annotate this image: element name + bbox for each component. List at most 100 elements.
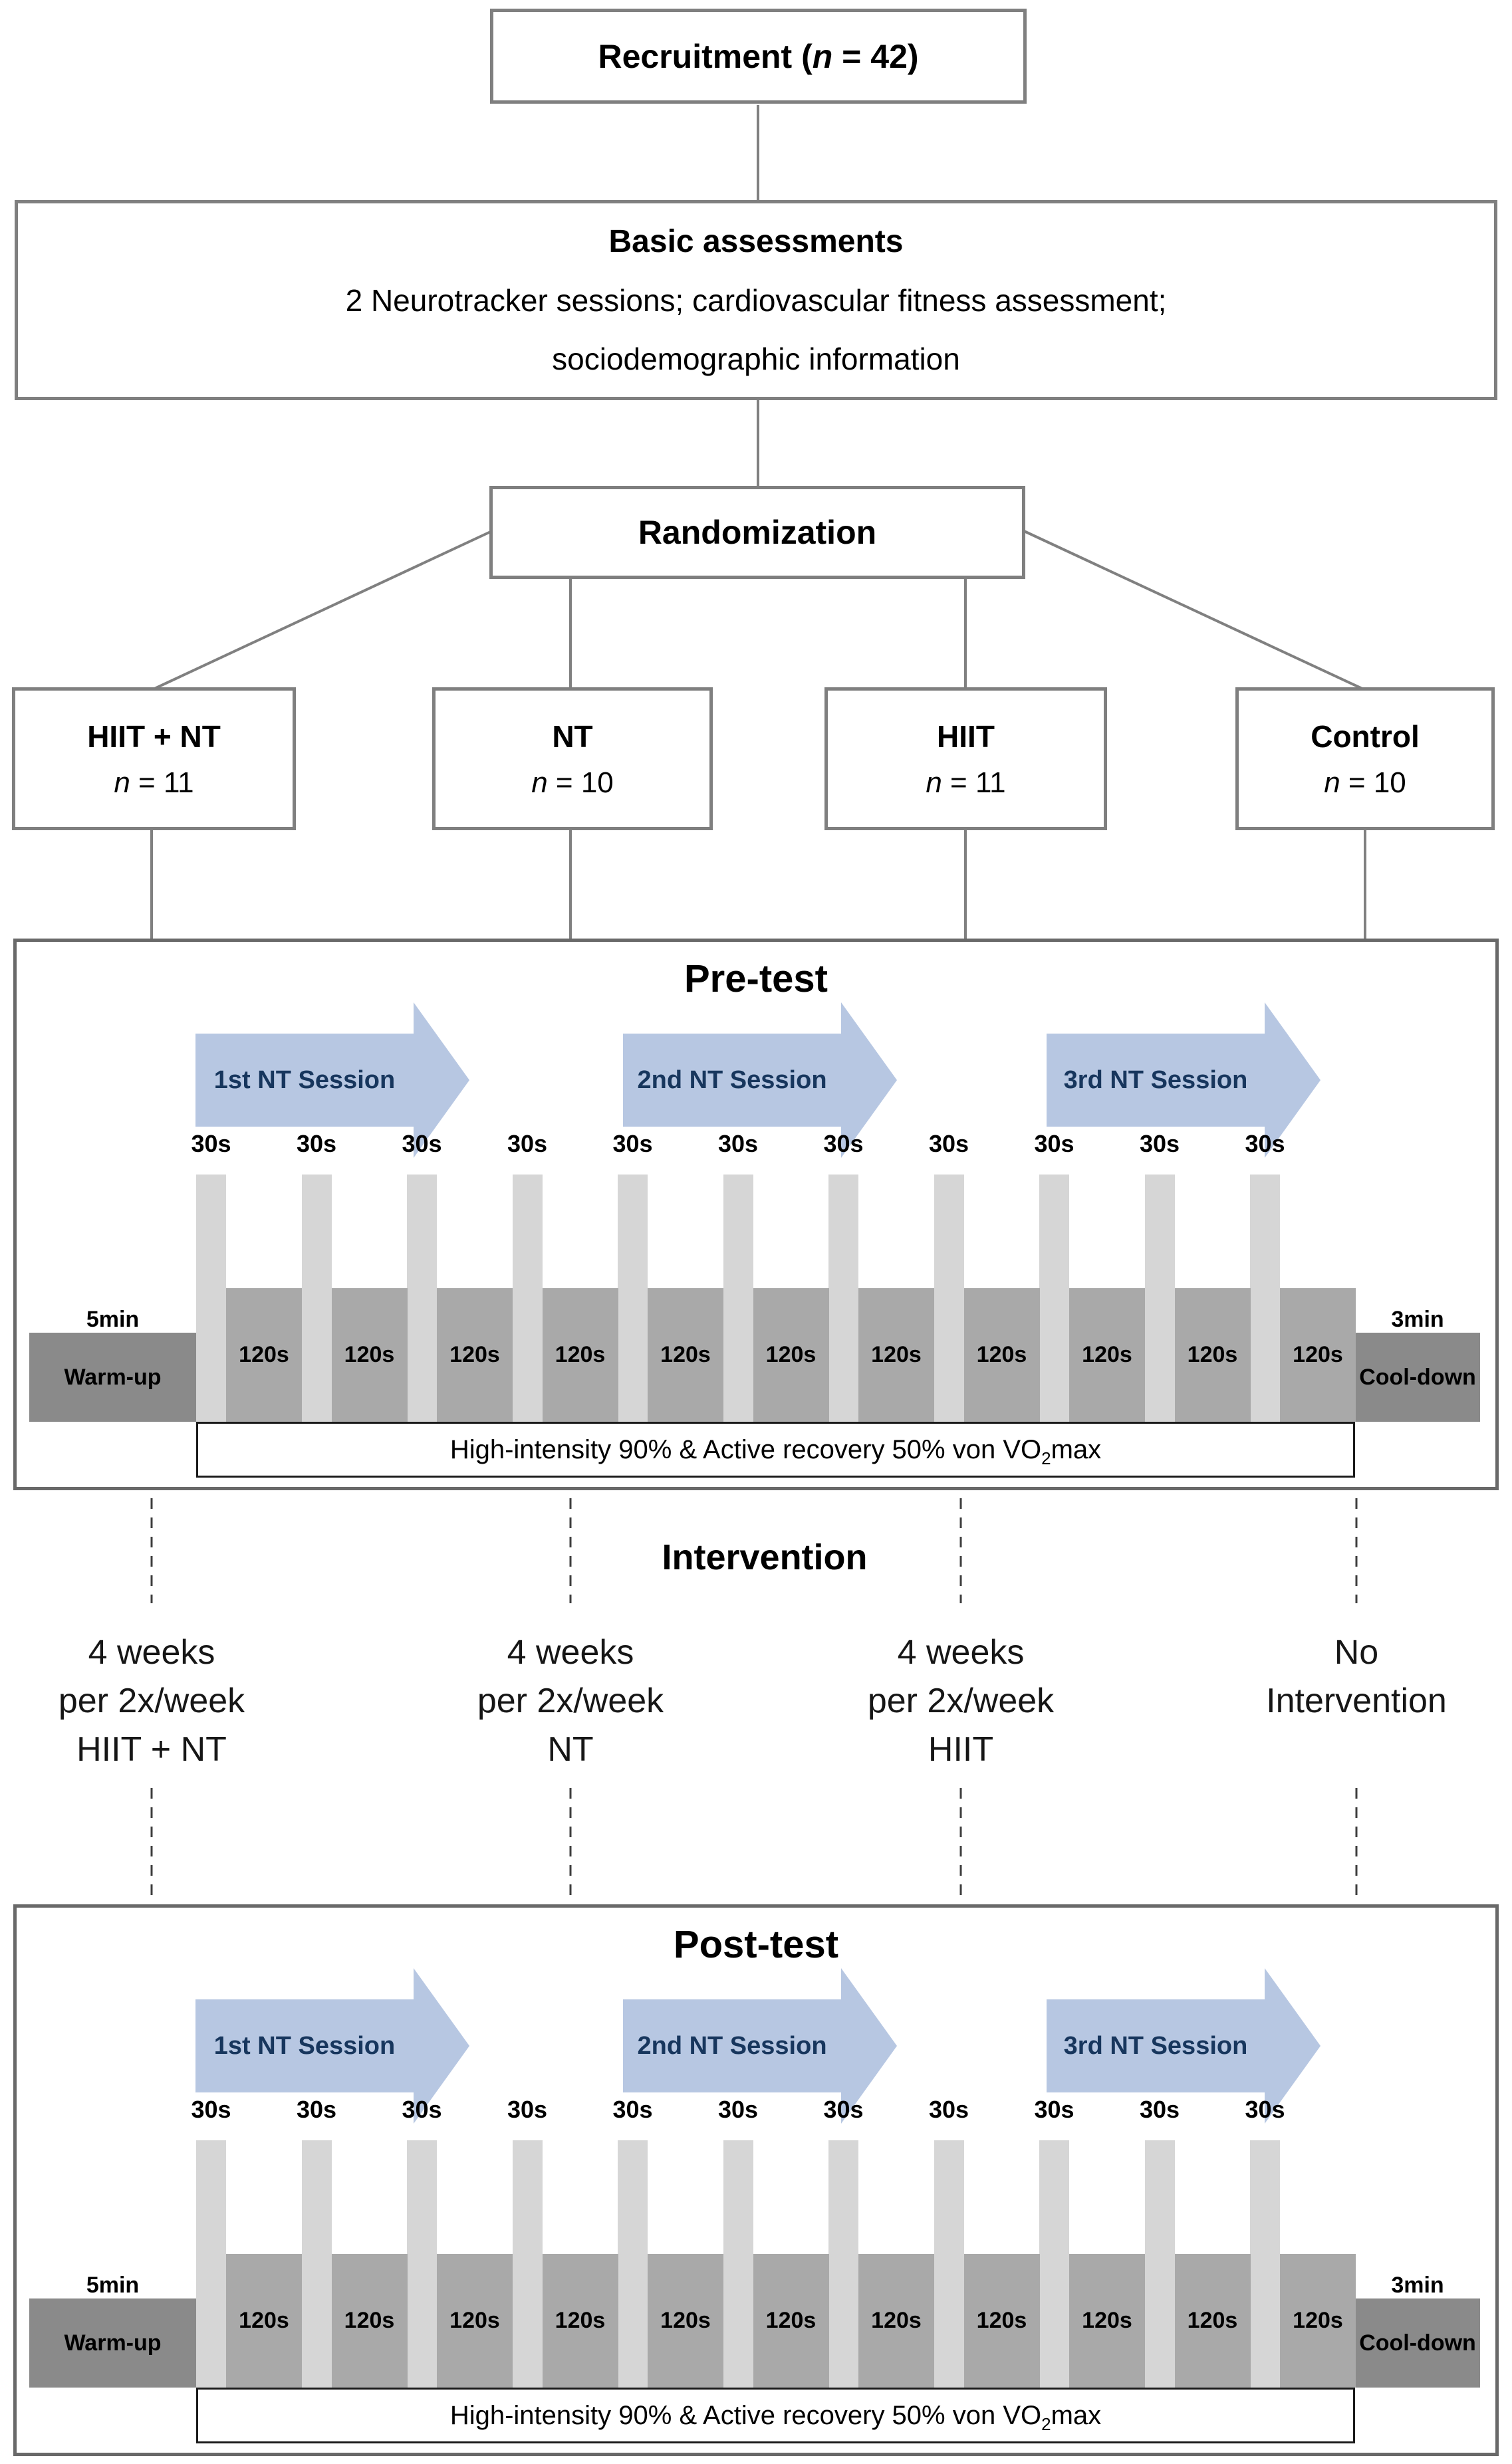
interval-block: 120s	[648, 1288, 723, 1422]
sprint-duration-label: 30s	[612, 1130, 653, 1157]
interval-block: 120s	[331, 2254, 408, 2388]
group-n-value: = 10	[1340, 766, 1406, 799]
sprint-bar	[723, 1175, 753, 1422]
interval-block: 120s	[753, 2254, 829, 2388]
nt-session-arrow-1: 1st NT Session	[195, 1002, 469, 1158]
test-section: Post-test 1st NT Session 2nd NT Session …	[13, 1904, 1499, 2456]
nt-session-arrow-3: 3rd NT Session	[1047, 1002, 1321, 1158]
connector-randomization-group4	[1022, 529, 1366, 691]
sprint-bar	[512, 1175, 543, 1422]
interval-block: 120s	[437, 1288, 513, 1422]
group-n-symbol: n	[531, 766, 548, 799]
nt-session-arrow-1-label: 1st NT Session	[195, 1999, 414, 2092]
sprint-bar	[1144, 2140, 1175, 2388]
intervention-col-line: 4 weeks	[507, 1633, 634, 1672]
sprint-duration-label: 30s	[717, 2096, 759, 2123]
sprint-bar	[1039, 2140, 1069, 2388]
group-box: Control n = 10	[1235, 687, 1495, 830]
intensity-caption: High-intensity 90% & Active recovery 50%…	[196, 1422, 1355, 1478]
sprint-duration-label: 30s	[1245, 1130, 1285, 1157]
nt-session-arrow-2: 2nd NT Session	[623, 1002, 897, 1158]
arrow-right-icon	[841, 1968, 897, 2124]
nt-session-arrow-3-label: 3rd NT Session	[1047, 1034, 1265, 1127]
cooldown-block: Cool-down	[1355, 2298, 1480, 2388]
caption-subscript: 2	[1041, 2413, 1051, 2434]
interval-block: 120s	[1174, 2254, 1251, 2388]
sprint-bar	[828, 1175, 858, 1422]
sprint-duration-label: 30s	[823, 1130, 864, 1157]
group-sample-size: n = 10	[1324, 766, 1406, 800]
recruitment-box: Recruitment (n = 42)	[490, 9, 1027, 104]
group-box: NT n = 10	[432, 687, 713, 830]
group-sample-size: n = 10	[531, 766, 614, 800]
sprint-bar	[196, 1175, 226, 1422]
sprint-duration-label: 30s	[402, 1130, 442, 1157]
nt-session-arrow-2-label: 2nd NT Session	[623, 1034, 841, 1127]
nt-session-arrow-2-label: 2nd NT Session	[623, 1999, 841, 2092]
interval-block: 120s	[542, 1288, 618, 1422]
group-n-symbol: n	[1324, 766, 1340, 799]
interval-block: 120s	[858, 1288, 934, 1422]
test-section: Pre-test 1st NT Session 2nd NT Session 3…	[13, 939, 1499, 1490]
warmup-block: Warm-up	[29, 1333, 196, 1422]
interval-block: 120s	[437, 2254, 513, 2388]
caption-suffix: max	[1051, 1434, 1102, 1464]
group-sample-size: n = 11	[114, 766, 193, 800]
arrow-right-icon	[414, 1968, 469, 2124]
sprint-duration-label: 30s	[1245, 2096, 1285, 2123]
randomization-label: Randomization	[638, 514, 877, 551]
interval-block: 120s	[858, 2254, 934, 2388]
cooldown-duration: 3min	[1391, 1307, 1444, 1332]
nt-session-arrow-2: 2nd NT Session	[623, 1968, 897, 2124]
interval-block: 120s	[226, 2254, 302, 2388]
sprint-bar	[1250, 2140, 1280, 2388]
group-n-value: = 11	[130, 766, 194, 799]
nt-session-arrow-1-label: 1st NT Session	[195, 1034, 414, 1127]
group-name: NT	[552, 719, 593, 754]
cooldown-duration: 3min	[1391, 2273, 1444, 2298]
intervention-col-line: HIIT	[928, 1730, 994, 1769]
interval-block: 120s	[1069, 1288, 1145, 1422]
nt-session-arrow-3: 3rd NT Session	[1047, 1968, 1321, 2124]
sprint-duration-label: 30s	[507, 2096, 548, 2123]
intervention-col-line: 4 weeks	[88, 1633, 215, 1672]
warmup-block: Warm-up	[29, 2298, 196, 2388]
recruitment-n-value: = 42)	[832, 37, 919, 75]
interval-block: 120s	[1280, 2254, 1356, 2388]
warmup-duration: 5min	[86, 1307, 140, 1332]
sprint-duration-label: 30s	[823, 2096, 864, 2123]
arrow-right-icon	[1265, 1002, 1321, 1158]
nt-session-arrow-3-label: 3rd NT Session	[1047, 1999, 1265, 2092]
sprint-bar	[1039, 1175, 1069, 1422]
basic-assessments-line-1: 2 Neurotracker sessions; cardiovascular …	[345, 282, 1167, 318]
sprint-duration-label: 30s	[1139, 2096, 1180, 2123]
sprint-bar	[407, 2140, 437, 2388]
intervention-col-line: per 2x/week	[867, 1682, 1055, 1720]
group-n-symbol: n	[114, 766, 130, 799]
group-n-value: = 10	[547, 766, 614, 799]
sprint-duration-label: 30s	[296, 1130, 337, 1157]
recruitment-label: Recruitment (n = 42)	[598, 37, 918, 76]
basic-assessments-heading: Basic assessments	[608, 223, 904, 259]
arrow-right-icon	[841, 1002, 897, 1158]
test-section-title: Pre-test	[684, 957, 828, 1000]
randomization-box: Randomization	[489, 486, 1025, 579]
warmup-label: Warm-up	[64, 2330, 162, 2356]
group-n-value: = 11	[942, 766, 1006, 799]
sprint-duration-label: 30s	[191, 2096, 231, 2123]
intervention-col-line: NT	[547, 1730, 594, 1769]
intervention-col-line: per 2x/week	[58, 1682, 245, 1720]
interval-block: 120s	[331, 1288, 408, 1422]
recruitment-n-symbol: n	[812, 37, 833, 75]
recruitment-text: Recruitment (	[598, 37, 813, 75]
group-name: HIIT	[937, 719, 995, 754]
intervention-col-line: No	[1334, 1633, 1379, 1672]
cooldown-block: Cool-down	[1355, 1333, 1480, 1422]
interval-block: 120s	[1280, 1288, 1356, 1422]
interval-block: 120s	[542, 2254, 618, 2388]
group-n-symbol: n	[926, 766, 942, 799]
